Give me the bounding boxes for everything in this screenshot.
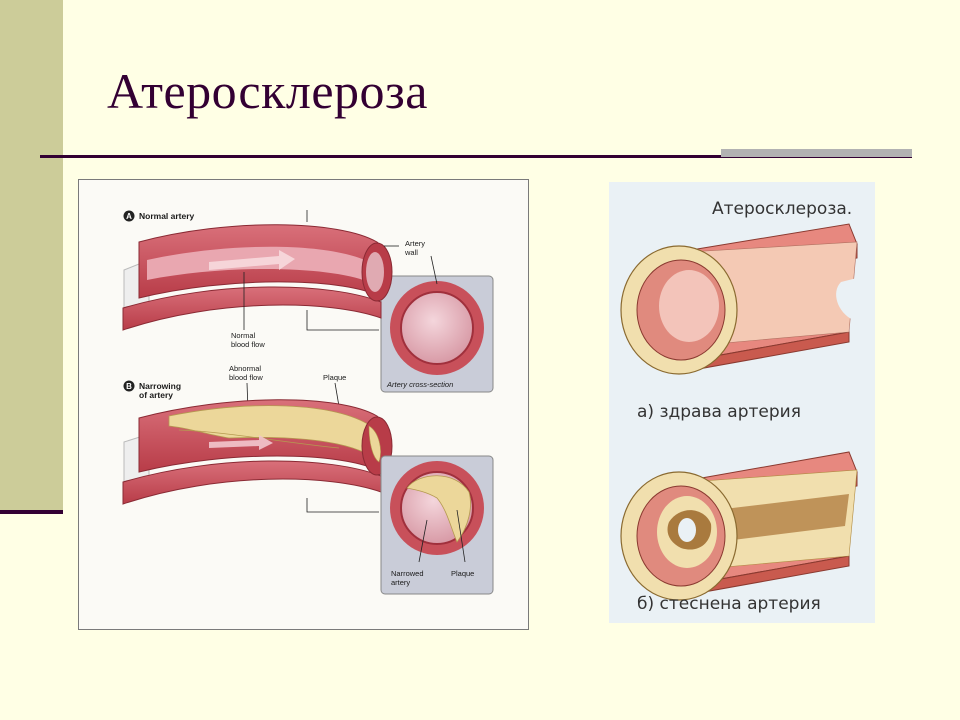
panel-a-cross-section: [390, 281, 484, 375]
title-divider-accent: [721, 149, 912, 157]
normal-flow-label-1: Normal: [231, 331, 256, 340]
panel-b-cross-section: [390, 461, 484, 555]
narrowed-leader: [418, 519, 428, 563]
artery-wall-label-2: wall: [404, 248, 418, 257]
atherosclerosis-textbook-illustration: Атеросклероза. а) здрава артерия: [609, 182, 875, 623]
panel-b-title-2: of artery: [139, 390, 173, 400]
artery-wall-leader: [384, 245, 438, 285]
plaque-cross-leader: [456, 509, 466, 563]
normal-flow-label-2: blood flow: [231, 340, 265, 349]
abnormal-flow-label-2: blood flow: [229, 373, 263, 382]
slide-title: Атеросклероза: [107, 63, 428, 119]
narrowed-artery-label-2: artery: [391, 578, 410, 587]
panel-b-badge: B: [123, 380, 135, 392]
panel-b-title-1: Narrowing: [139, 381, 181, 391]
textbook-diagram-svg: Атеросклероза. а) здрава артерия: [620, 199, 858, 614]
narrowed-artery-drawing: [620, 451, 858, 601]
left-accent-rule: [0, 510, 63, 514]
narrowed-artery-label-1: Narrowed: [391, 569, 424, 578]
abnormal-flow-label-1: Abnormal: [229, 364, 261, 373]
title-divider: [40, 155, 912, 158]
artery-comparison-illustration: A Normal artery Artery cross-section Art…: [78, 179, 529, 630]
artery-wall-label-1: Artery: [405, 239, 425, 248]
healthy-artery-drawing: [620, 223, 858, 375]
artery-diagram-svg: A Normal artery Artery cross-section Art…: [122, 210, 494, 595]
panel-b-artery: [122, 399, 393, 505]
panel-a-connector: [306, 310, 379, 331]
panel-a-cross-section-label: Artery cross-section: [386, 380, 453, 389]
plaque-cross-label: Plaque: [451, 569, 474, 578]
plaque-label: Plaque: [323, 373, 346, 382]
caption-healthy-artery: а) здрава артерия: [637, 402, 801, 422]
panel-a-badge: A: [123, 210, 135, 222]
svg-text:A: A: [126, 212, 132, 221]
left-accent-bar: [0, 0, 63, 512]
panel-a-title: Normal artery: [139, 211, 195, 221]
panel-a-artery: [122, 224, 393, 331]
svg-text:B: B: [126, 382, 132, 391]
panel-b-connector: [306, 498, 379, 513]
right-figure-title: Атеросклероза.: [712, 199, 852, 219]
caption-narrowed-artery: б) стеснена артерия: [637, 594, 821, 614]
